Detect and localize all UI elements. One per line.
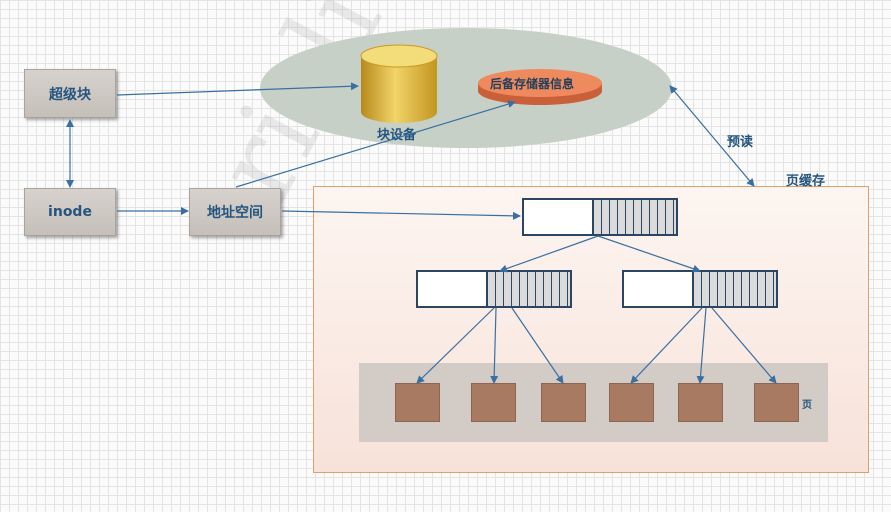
arrow-address-space-to-root <box>281 210 521 220</box>
storage-ellipse <box>260 28 672 148</box>
page-label: 页 <box>802 400 812 411</box>
block-device-cylinder <box>360 44 438 123</box>
arrow-right-to-page-4 <box>630 307 703 384</box>
superblock-box: 超级块 <box>24 69 116 118</box>
page-cache-label: 页缓存 <box>786 174 826 189</box>
arrow-root-to-right <box>597 235 701 273</box>
backing-store-disc <box>478 69 602 105</box>
address-space-label: 地址空间 <box>207 205 263 221</box>
page-3 <box>541 383 586 422</box>
page-5 <box>678 383 723 422</box>
arrow-right-to-page-5 <box>696 307 707 384</box>
arrow-readahead <box>669 85 755 187</box>
inode-label: inode <box>48 204 92 220</box>
tree-left-node <box>416 270 572 308</box>
page-1 <box>395 383 440 422</box>
page-4 <box>609 383 654 422</box>
arrow-address-space-to-backing-store <box>235 100 516 188</box>
root-slots <box>592 200 676 234</box>
block-device-label: 块设备 <box>377 128 417 143</box>
right-slots <box>692 272 776 306</box>
arrow-left-to-page-1 <box>416 307 495 384</box>
arrow-left-to-page-2 <box>490 307 499 384</box>
superblock-label: 超级块 <box>49 86 91 103</box>
address-space-box: 地址空间 <box>189 188 281 236</box>
tree-right-node <box>622 270 778 308</box>
arrow-left-to-page-3 <box>511 307 564 384</box>
arrow-superblock-to-block-device <box>116 82 359 96</box>
left-slots <box>486 272 570 306</box>
inode-box: inode <box>24 188 116 236</box>
backing-store-label: 后备存储器信息 <box>490 77 575 91</box>
arrow-right-to-page-6 <box>711 307 777 384</box>
page-2 <box>471 383 516 422</box>
tree-root-node <box>522 198 678 236</box>
arrow-root-to-left <box>499 235 599 273</box>
